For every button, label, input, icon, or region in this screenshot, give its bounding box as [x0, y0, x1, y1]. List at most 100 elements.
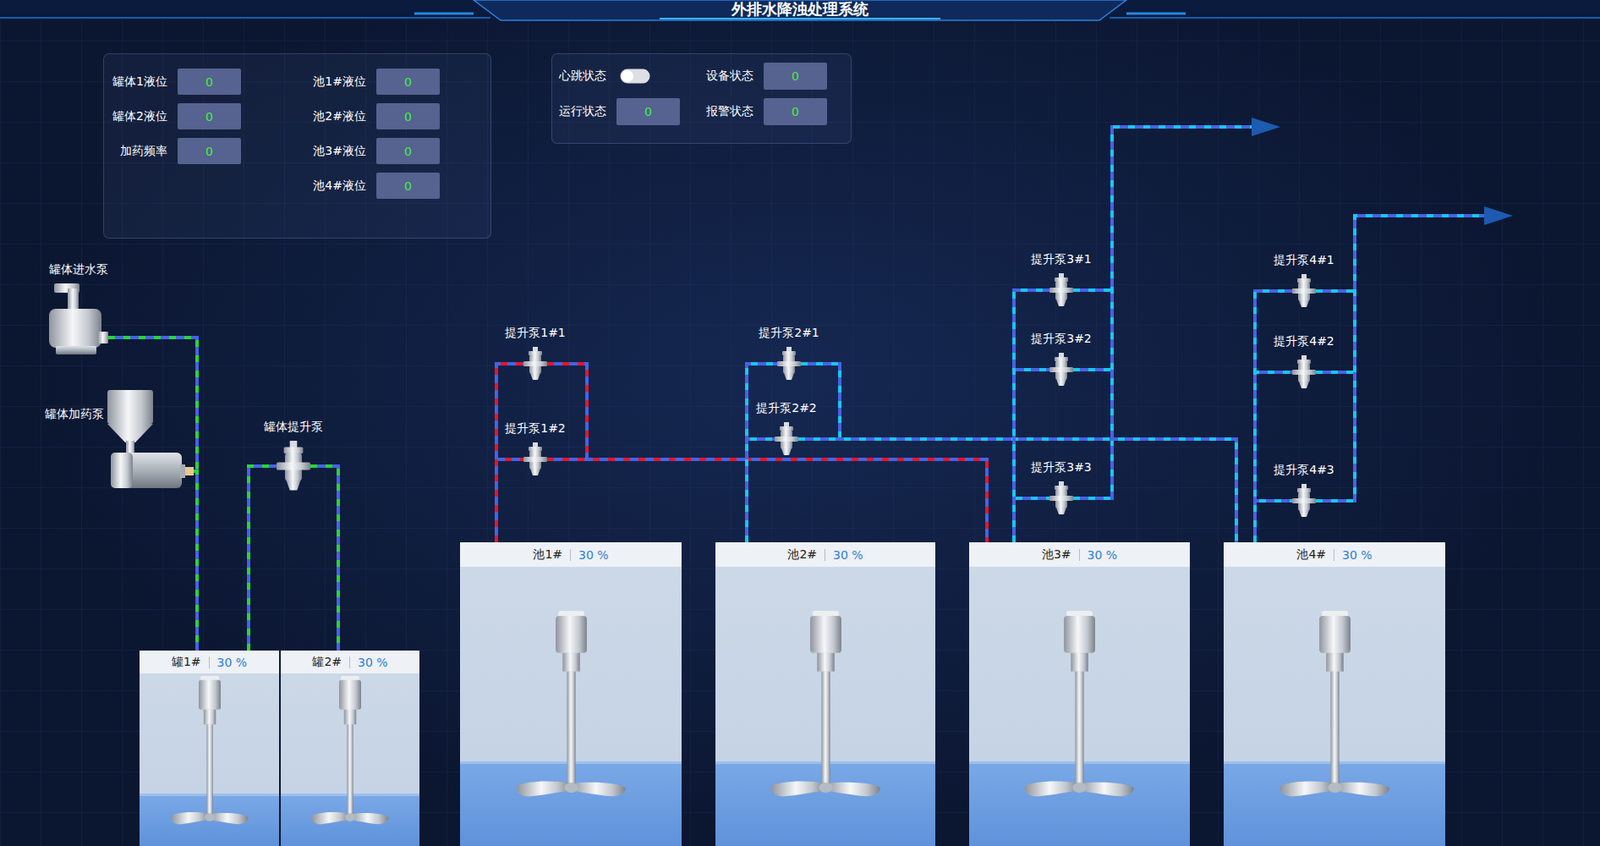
field-label: 池2#液位 — [312, 109, 367, 125]
value-field: 加药频率0 — [120, 137, 242, 165]
pipe-connector — [800, 363, 1237, 543]
value-field: 报警状态0 — [706, 98, 828, 126]
tank-name: 池1# — [532, 547, 563, 563]
tank-name: 罐2# — [312, 654, 342, 670]
pump-label: 提升泵1#1 — [504, 325, 566, 341]
tank-level: 30 % — [578, 547, 609, 562]
tank-box: 池3#30 % — [969, 542, 1190, 846]
pump-label: 罐体加药泵 — [44, 406, 105, 422]
tank-box: 池2# 30 % — [715, 542, 936, 846]
value-box: 0 — [177, 68, 242, 95]
pump-icon — [1049, 273, 1074, 307]
pump-label: 提升泵2#2 — [756, 400, 817, 417]
pipe-connector — [547, 363, 987, 543]
pump-label: 提升泵3#1 — [1030, 252, 1092, 268]
field-label: 心跳状态 — [558, 68, 607, 84]
value-box: 0 — [376, 172, 440, 199]
pipe-connector — [108, 337, 198, 651]
pump-unit: 提升泵4#1 — [1292, 273, 1316, 308]
value-field: 池2#液位 0 — [312, 103, 440, 130]
field-label: 池1#液位 — [312, 74, 367, 90]
pump-unit: 罐体提升泵 — [276, 440, 311, 492]
tank-box: 罐2# 30 % — [280, 650, 420, 846]
pipe-connector — [193, 471, 198, 651]
pump-unit: 提升泵1#1 — [523, 346, 548, 381]
agitator-icon — [169, 675, 250, 831]
pump-unit: 提升泵3#3 — [1049, 481, 1074, 516]
value-box: 0 — [763, 98, 828, 126]
value-box: 0 — [177, 103, 242, 130]
pump-icon — [1049, 481, 1074, 516]
outlet-pipes — [1073, 117, 1513, 501]
value-field: 池1#液位 0 — [312, 68, 440, 95]
pump-label: 提升泵4#1 — [1273, 252, 1335, 269]
tank-box: 池1# 30 % — [460, 542, 682, 846]
pipe-connector — [1254, 500, 1293, 543]
value-box: 0 — [376, 103, 440, 130]
header-divider — [208, 656, 210, 669]
agitator-icon — [515, 610, 628, 805]
value-field: 池4#液位 0 — [312, 172, 440, 199]
agitator-icon — [1278, 610, 1392, 805]
pump-unit: 提升泵1#2 — [523, 442, 548, 477]
page-title: 外排水降浊处理系统 — [0, 0, 1600, 19]
value-field: 罐体2液位 0 — [112, 103, 242, 130]
pump-label: 提升泵4#3 — [1273, 462, 1335, 478]
pump-unit: 提升泵3#2 — [1049, 352, 1074, 387]
tank-level: 30 % — [357, 655, 389, 669]
pump-unit: 提升泵2#1 — [777, 346, 801, 381]
pump-icon — [777, 346, 801, 381]
pump-label: 罐体进水泵 — [49, 262, 109, 278]
pump-icon — [523, 346, 548, 381]
pump-label: 提升泵4#2 — [1273, 334, 1335, 350]
tank-header: 池3#30 % — [969, 542, 1190, 567]
tank-name: 池2# — [787, 547, 817, 563]
header-divider — [1079, 548, 1080, 561]
agitator-icon — [769, 610, 883, 805]
header-divider — [1333, 548, 1335, 561]
field-label: 罐体2液位 — [112, 109, 168, 125]
tank-header: 池4# 30 % — [1223, 542, 1446, 567]
heartbeat-field: 心跳状态 — [558, 62, 651, 90]
pump-label: 提升泵1#2 — [504, 421, 566, 437]
value-field: 罐体1液位0 — [112, 68, 242, 95]
pipe-connector — [248, 465, 277, 651]
value-box: 0 — [763, 62, 828, 90]
field-label: 池3#液位 — [312, 143, 367, 159]
pump-icon — [1049, 352, 1074, 387]
tank-header: 罐2# 30 % — [280, 650, 420, 674]
tank-header: 池2# 30 % — [715, 542, 936, 567]
tank-box: 池4# 30 % — [1223, 542, 1446, 846]
pump-icon — [523, 442, 548, 477]
field-label: 运行状态 — [558, 104, 607, 120]
tank-level: 30 % — [1342, 547, 1373, 562]
tank-level: 30 % — [1087, 547, 1118, 562]
value-field: 设备状态0 — [706, 62, 828, 90]
pump-icon — [1292, 273, 1316, 308]
pump-icon — [49, 283, 109, 356]
pump-unit: 罐体进水泵 — [49, 283, 109, 356]
header-divider — [349, 656, 351, 669]
pump-label: 提升泵2#1 — [758, 325, 820, 341]
value-field: 运行状态0 — [558, 98, 680, 126]
tank-name: 罐1# — [171, 654, 202, 670]
tank-level: 30 % — [832, 547, 864, 562]
pump-unit: 罐体加药泵 — [107, 389, 194, 490]
value-box: 0 — [376, 137, 440, 165]
pipe-connector — [1254, 372, 1293, 543]
pipe-connector — [1013, 369, 1050, 543]
pipe-connector — [547, 459, 987, 543]
field-label: 池4#液位 — [312, 178, 367, 194]
header-divider — [569, 548, 571, 561]
pump-label: 提升泵3#3 — [1030, 460, 1092, 476]
header-bar — [0, 0, 1600, 21]
pump-icon — [276, 440, 311, 492]
pump-unit: 提升泵2#2 — [774, 421, 799, 456]
tank-name: 池4# — [1296, 547, 1327, 563]
pump-unit: 提升泵3#1 — [1049, 273, 1074, 307]
agitator-icon — [1023, 610, 1136, 805]
value-box: 0 — [376, 68, 440, 95]
pipe-connector — [496, 363, 524, 543]
pump-unit: 提升泵4#2 — [1292, 355, 1316, 390]
agitator-icon — [310, 675, 390, 831]
